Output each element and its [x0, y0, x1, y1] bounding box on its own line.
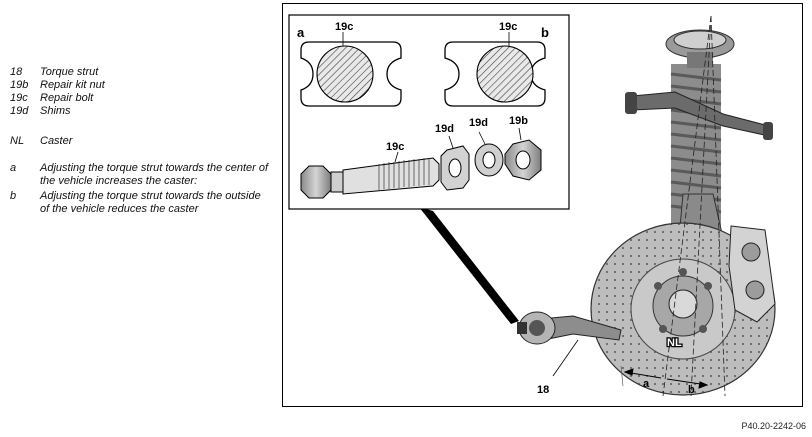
shim-washer	[474, 131, 504, 177]
legend-caster: NL Caster	[10, 135, 272, 148]
inset-label-19d-washer: 19d	[469, 117, 488, 129]
label-nl: NL	[667, 337, 682, 349]
figure-reference: P40.20-2242-06	[741, 421, 806, 431]
legend-item: 19c Repair bolt	[10, 92, 272, 105]
inset-label-19d-shim: 19d	[435, 123, 454, 135]
label-18: 18	[537, 384, 549, 396]
eccentric-slot-b	[444, 32, 546, 107]
legend-text: Caster	[40, 135, 73, 147]
caster-axis-lines	[662, 15, 726, 397]
legend-text: Shims	[40, 105, 71, 117]
shim-plate	[440, 135, 470, 191]
legend-text: Adjusting the torque strut towards the c…	[40, 162, 269, 187]
inset-label-b: b	[541, 25, 549, 40]
legend-code: NL	[10, 135, 25, 147]
adjust-arrows	[623, 368, 709, 389]
legend-code: 19c	[10, 92, 28, 104]
legend-item: 19b Repair kit nut	[10, 79, 272, 92]
legend: 18 Torque strut 19b Repair kit nut 19c R…	[10, 66, 272, 218]
legend-code: 19d	[10, 105, 29, 117]
torque-strut	[517, 311, 622, 345]
pointer-wedge	[419, 207, 519, 324]
suspension-diagram: 18 NL a b	[288, 14, 776, 397]
inset-label-19c-a: 19c	[335, 21, 353, 33]
brake-caliper	[728, 225, 776, 323]
inset-label-19c-bolt: 19c	[386, 141, 404, 153]
repair-bolt	[300, 151, 440, 199]
legend-code: b	[10, 190, 17, 202]
legend-item: 19d Shims	[10, 105, 272, 118]
leader-18	[552, 339, 579, 377]
legend-text: Torque strut	[40, 66, 99, 78]
label-dir-a: a	[643, 378, 650, 390]
legend-text: Repair kit nut	[40, 79, 105, 91]
legend-code: 19b	[10, 79, 29, 91]
legend-text: Repair bolt	[40, 92, 94, 104]
legend-item: 18 Torque strut	[10, 66, 272, 79]
eccentric-slot-a	[300, 32, 402, 107]
inset-label-a: a	[297, 25, 305, 40]
legend-code: 18	[10, 66, 23, 78]
legend-code: a	[10, 162, 17, 174]
inset-label-19b: 19b	[509, 115, 528, 127]
repair-nut	[504, 127, 542, 181]
diagram-frame: 18 NL a b	[282, 3, 803, 407]
legend-note-a: a Adjusting the torque strut towards the…	[10, 162, 272, 188]
inset-label-19c-b: 19c	[499, 21, 517, 33]
legend-note-b: b Adjusting the torque strut towards the…	[10, 190, 272, 216]
label-dir-b: b	[688, 384, 695, 396]
legend-text: Adjusting the torque strut towards the o…	[40, 190, 261, 215]
